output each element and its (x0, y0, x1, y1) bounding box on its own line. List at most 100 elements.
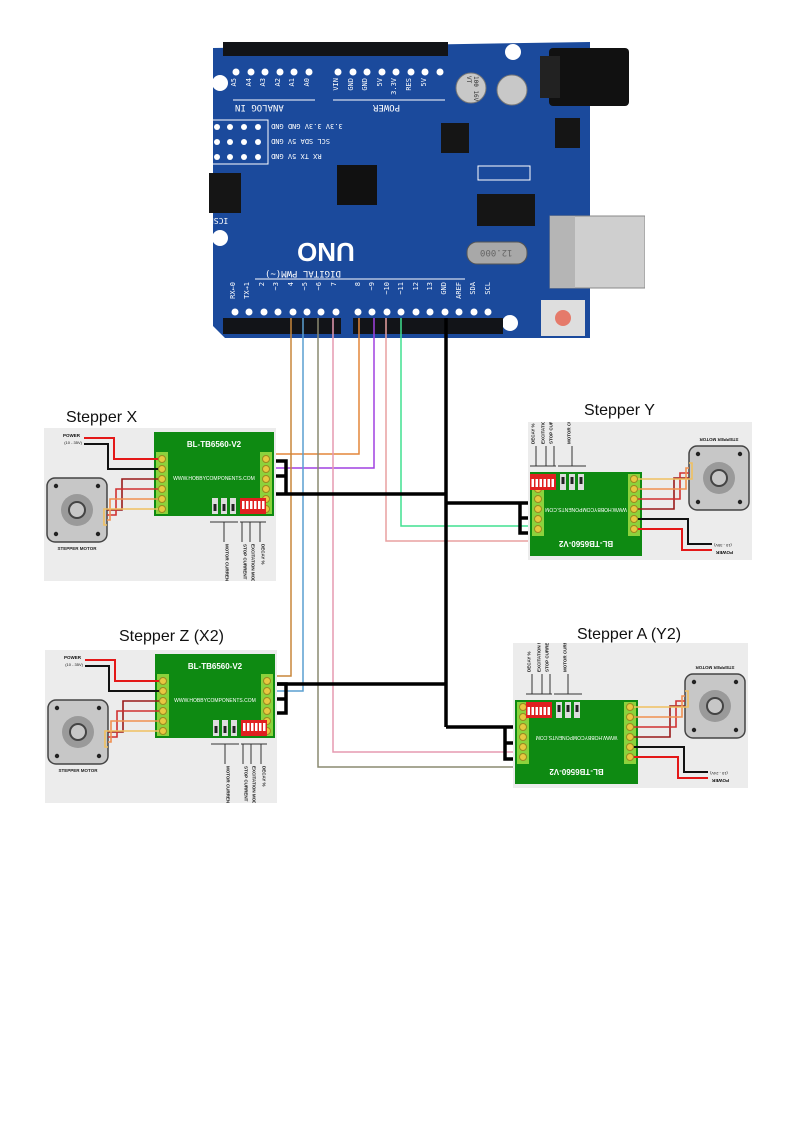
power-wire-ground (634, 746, 708, 773)
terminal-screw (519, 733, 527, 741)
terminal-screw (262, 485, 270, 493)
terminal-screw (626, 713, 634, 721)
terminal-screw (626, 733, 634, 741)
terminal-screw (158, 505, 166, 513)
switch-callout-label: STOP CURRENT (545, 643, 550, 672)
driver-label: BL-TB6560-V2 (549, 767, 604, 776)
terminal-screw (158, 495, 166, 503)
motor-label: STEPPER MOTOR (699, 437, 739, 442)
switch-callout-label: MOTOR CURRENT (563, 643, 568, 672)
terminal-screw (159, 707, 167, 715)
driver-website: WWW.HOBBYCOMPONENTS.COM (545, 506, 627, 512)
power-label: POWER (63, 433, 81, 438)
power-wire-positive (638, 528, 712, 551)
stepper-x-title: Stepper X (66, 409, 138, 426)
power-label: POWER (715, 550, 733, 555)
motor-label: STEPPER MOTOR (59, 768, 99, 773)
mount-hole (212, 230, 228, 246)
stepper-a-title: Stepper A (Y2) (577, 626, 682, 643)
terminal-screw (262, 455, 270, 463)
motor-coil-wire (108, 710, 159, 738)
switch-callout-label: STOP CURRENT (244, 766, 249, 802)
analog-pin-dots (232, 68, 444, 76)
terminal-screw (534, 495, 542, 503)
mount-hole (502, 315, 518, 331)
motor-coil-wire (103, 508, 158, 526)
power-label: POWER (711, 778, 729, 783)
terminal-screw (158, 455, 166, 463)
terminal-screw (519, 723, 527, 731)
wire-pin5 (276, 318, 304, 692)
capacitor (455, 72, 487, 104)
terminal-screw (519, 753, 527, 761)
power-label: POWER (64, 655, 82, 660)
power-jack (549, 48, 629, 106)
power-wire-ground (85, 665, 159, 692)
crystal (466, 241, 528, 265)
header-digital-high (353, 318, 503, 334)
power-range: (10 - 35V) (713, 543, 731, 548)
header-digital-low (223, 318, 341, 334)
wire-pin10 (385, 318, 530, 542)
terminal-screw (159, 697, 167, 705)
motor-coil-wire (108, 700, 159, 733)
terminal-screw (630, 475, 638, 483)
digital-pin-dots (231, 308, 492, 316)
terminal-screw (626, 753, 634, 761)
driver-website: WWW.HOBBYCOMPONENTS.COM (174, 698, 256, 704)
terminal-screw (263, 707, 271, 715)
motor-shaft (68, 501, 86, 519)
motor-label: STEPPER MOTOR (695, 665, 735, 670)
power-wire-ground (638, 518, 712, 545)
terminal-screw (262, 475, 270, 483)
wire-pin9 (276, 318, 375, 469)
switch-callout-label: DECAY % (262, 766, 267, 787)
switch-callout-label: EXCITATION MODE (541, 422, 546, 444)
driver-label: BL-TB6560-V2 (188, 662, 243, 671)
motor-coil-wire (638, 462, 693, 480)
gnd-bus (276, 318, 530, 761)
terminal-screw (534, 505, 542, 513)
switch-callout-label: EXCITATION MODE (251, 544, 256, 581)
motor-shaft (710, 469, 728, 487)
terminal-screw (158, 465, 166, 473)
stepper-z-title: Stepper Z (X2) (119, 628, 224, 645)
motor-coil-wire (104, 730, 159, 748)
terminal-screw (626, 703, 634, 711)
terminal-screw (534, 515, 542, 523)
terminal-screw (262, 465, 270, 473)
terminal-screw (158, 485, 166, 493)
motor-coil-wire (634, 705, 685, 738)
stepper-diagram: BL-TB6560-V2WWW.HOBBYCOMPONENTS.COMMOTOR… (44, 428, 276, 585)
terminal-screw (626, 723, 634, 731)
power-wire-positive (634, 756, 708, 779)
terminal-screw (519, 713, 527, 721)
wire-pin6 (317, 318, 515, 768)
switch-callout-label: DECAY % (261, 544, 266, 565)
arduino-uno-board: ANALOG IN POWER DIGITAL PWM(~) UNO ICSP … (205, 38, 646, 343)
atmega-chip (337, 165, 377, 205)
mount-hole (212, 75, 228, 91)
terminal-screw (519, 743, 527, 751)
terminal-screw (159, 717, 167, 725)
motor-shaft (706, 697, 724, 715)
motor-coil-wire (634, 700, 685, 728)
switch-callout-label: DECAY % (527, 651, 532, 672)
motor-coil-wire (107, 488, 158, 516)
header-power-top (330, 42, 448, 56)
power-wire-positive (85, 659, 159, 682)
header-analog-top (223, 42, 333, 56)
usb-chip (477, 194, 535, 226)
motor-coil-wire (638, 477, 689, 510)
motor-shaft (69, 723, 87, 741)
switch-callout-label: MOTOR CURRENT (225, 544, 230, 581)
driver-label: BL-TB6560-V2 (558, 539, 613, 548)
terminal-screw (630, 505, 638, 513)
terminal-screw (159, 727, 167, 735)
regulator (441, 123, 469, 153)
